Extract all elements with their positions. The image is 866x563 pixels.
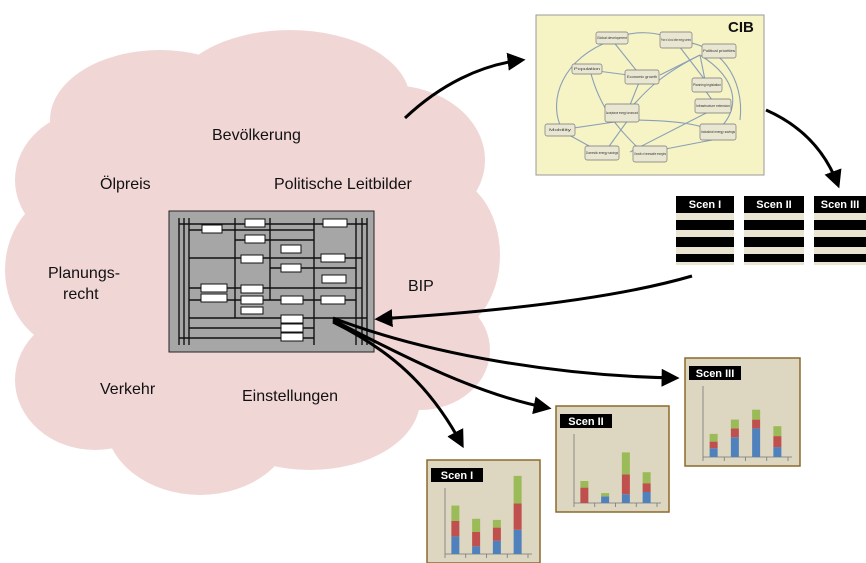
bar-segment-red bbox=[472, 532, 481, 547]
bar-segment-blue bbox=[472, 546, 481, 554]
bar-segment-green bbox=[709, 433, 718, 442]
bar-segment-green bbox=[472, 518, 481, 532]
label-planning-law-1: Planungs- bbox=[48, 265, 120, 282]
arrow-scenarios-to-model bbox=[374, 274, 693, 328]
scenario-sheet-1: Scen I bbox=[676, 196, 734, 265]
label-population: Bevölkerung bbox=[212, 127, 301, 144]
bar-segment-green bbox=[752, 409, 761, 420]
scenario-chart-3: Scen III bbox=[684, 357, 801, 467]
bar-segment-blue bbox=[642, 492, 651, 503]
label-oil-price: Ölpreis bbox=[100, 175, 151, 193]
chart-header-bg bbox=[689, 366, 741, 380]
node-mobility: Mobility bbox=[549, 128, 572, 132]
node-political-priorities: Political priorities bbox=[703, 49, 736, 53]
bar-segment-red bbox=[580, 487, 589, 503]
arrow-model-to-chart-1 bbox=[332, 320, 464, 449]
bar-segment-red bbox=[492, 527, 501, 541]
arrow-cib-to-scenarios bbox=[765, 108, 842, 189]
bar-segment-blue bbox=[730, 437, 739, 457]
bar-segment-blue bbox=[492, 540, 501, 554]
scenario-sheet-header: Scen I bbox=[689, 199, 721, 211]
model-block bbox=[168, 210, 375, 353]
bar-segment-red bbox=[621, 474, 630, 495]
scenario-chart-2: Scen II bbox=[555, 405, 670, 513]
bar-segment-green bbox=[580, 481, 589, 488]
bar-segment-green bbox=[730, 419, 739, 429]
arrow-model-to-chart-2 bbox=[332, 318, 552, 415]
node-economic-growth: Economic growth bbox=[627, 75, 657, 79]
scenario-sheet-3: Scen III bbox=[814, 196, 866, 265]
node-planning-legislation: Planning legislation bbox=[693, 83, 721, 87]
bar-segment-green bbox=[492, 519, 501, 528]
label-gdp: BIP bbox=[408, 278, 434, 295]
cib-panel: CIB bbox=[535, 14, 765, 176]
node-industrial-savings: Industrial energy savings bbox=[701, 130, 735, 134]
chart-header: Scen III bbox=[696, 368, 735, 380]
bar-segment-red bbox=[773, 436, 782, 448]
node-acceptance: Acceptance energy turnaround bbox=[606, 111, 638, 115]
chart-header-bg bbox=[560, 414, 612, 428]
scenario-sheet-2: Scen II bbox=[744, 196, 804, 265]
scenario-sheet-header: Scen III bbox=[821, 199, 860, 211]
chart-header: Scen II bbox=[568, 416, 603, 428]
bar-segment-green bbox=[513, 475, 522, 504]
bar-segment-red bbox=[642, 483, 651, 492]
bar-segment-green bbox=[773, 426, 782, 437]
arrow-model-to-chart-3 bbox=[332, 316, 680, 387]
chart-header: Scen I bbox=[441, 470, 473, 482]
bar-segment-red bbox=[709, 441, 718, 449]
bar-segment-blue bbox=[451, 536, 460, 554]
node-domestic-savings: Domestic energy savings bbox=[586, 151, 618, 155]
node-population: Population bbox=[574, 67, 600, 71]
bar-segment-blue bbox=[513, 529, 522, 554]
node-oil-price: Price of oil and other energy carriers bbox=[661, 38, 691, 42]
bar-segment-blue bbox=[601, 496, 610, 503]
bar-segment-red bbox=[513, 503, 522, 530]
bar-segment-blue bbox=[709, 448, 718, 457]
bar-segment-red bbox=[451, 521, 460, 537]
label-attitudes: Einstellungen bbox=[242, 388, 338, 405]
label-political-goals: Politische Leitbilder bbox=[274, 176, 413, 193]
node-infrastructure: Infrastructure extension bbox=[696, 104, 730, 108]
arrow-cloud-to-cib bbox=[403, 52, 526, 120]
cib-title: CIB bbox=[728, 19, 754, 36]
label-traffic: Verkehr bbox=[100, 381, 156, 398]
bar-segment-red bbox=[752, 419, 761, 429]
scenario-chart-1: Scen I bbox=[426, 459, 541, 563]
chart-header-bg bbox=[431, 468, 483, 482]
scenario-sheet-header: Scen II bbox=[756, 199, 791, 211]
bar-segment-red bbox=[730, 428, 739, 438]
bar-segment-green bbox=[621, 452, 630, 475]
bar-segment-green bbox=[642, 472, 651, 484]
bar-segment-blue bbox=[621, 494, 630, 503]
label-planning-law-2: recht bbox=[63, 286, 99, 303]
bar-segment-green bbox=[451, 505, 460, 521]
node-renewables: Growth of renewable energies bbox=[634, 152, 666, 156]
node-global-development: Global development bbox=[597, 36, 627, 40]
bar-segment-blue bbox=[752, 428, 761, 457]
bar-segment-green bbox=[601, 493, 610, 497]
bar-segment-blue bbox=[773, 447, 782, 457]
